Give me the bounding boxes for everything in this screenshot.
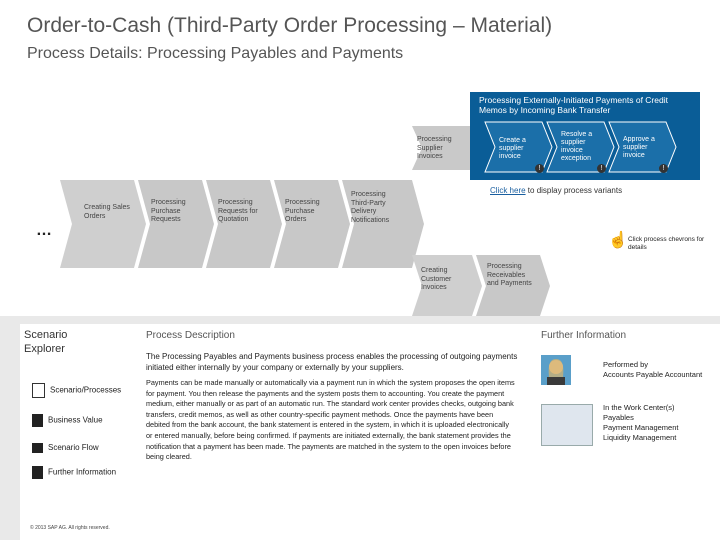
page-subtitle: Process Details: Processing Payables and… [27, 45, 404, 62]
work-center-item: Liquidity Management [603, 433, 677, 442]
variant-step-label[interactable]: Approve a supplier invoice [623, 136, 655, 159]
step-label-purchase-orders[interactable]: Processing Purchase Orders [285, 199, 320, 223]
sidebar-item-label: Scenario/Processes [50, 385, 122, 395]
step-label-receivables[interactable]: Processing Receivables and Payments [487, 263, 532, 287]
page-title: Order-to-Cash (Third-Party Order Process… [27, 14, 553, 37]
step-label-supplier-invoices[interactable]: Processing Supplier Invoices [417, 136, 452, 160]
avatar [541, 355, 571, 385]
process-description-panel [140, 324, 535, 540]
process-description-title: Process Description [146, 330, 235, 341]
link-rest-text: to display process variants [525, 186, 623, 195]
info-icon [32, 466, 43, 479]
sidebar-item-label: Scenario Flow [48, 443, 99, 453]
exclamation-icon: ! [597, 164, 606, 173]
chevron-rfq [206, 180, 282, 268]
work-center-label: In the Work Center(s) [603, 403, 675, 412]
sidebar-item-scenario-flow[interactable]: Scenario Flow [32, 443, 99, 453]
further-information-title: Further Information [541, 330, 627, 341]
work-centers: In the Work Center(s) Payables Payment M… [603, 403, 713, 443]
work-center-item: Payment Management [603, 423, 679, 432]
performed-by-role: Accounts Payable Accountant [603, 370, 703, 379]
step-label-sales-orders[interactable]: Creating Sales Orders [84, 204, 130, 220]
scenario-explorer-sidebar [20, 324, 140, 540]
chevron-purchase-orders [274, 180, 350, 268]
work-center-thumbnail [541, 404, 593, 446]
sidebar-item-scenario-processes[interactable]: Scenario/Processes [32, 383, 121, 398]
click-hint-text: Click process chevrons for details [628, 236, 705, 251]
sidebar-item-label: Further Information [48, 467, 117, 477]
close-icon[interactable]: X [689, 90, 698, 104]
chevron-customer-invoices [412, 255, 482, 316]
step-label-customer-invoices[interactable]: Creating Customer Invoices [421, 267, 452, 291]
sidebar-item-further-information[interactable]: Further Information [32, 466, 116, 479]
pointer-hand-icon: ☝ [608, 232, 628, 249]
sidebar-item-business-value[interactable]: Business Value [32, 414, 103, 427]
calculator-icon [32, 414, 43, 427]
performed-by: Performed by Accounts Payable Accountant [603, 360, 713, 380]
monitor-icon [32, 443, 43, 453]
chevron-receivables [476, 255, 550, 316]
chevron-purchase-requests [138, 180, 214, 268]
description-body: Payments can be made manually or automat… [146, 378, 515, 462]
process-flow-diagram [60, 92, 700, 316]
sidebar-item-label: Business Value [48, 415, 103, 425]
process-variants-link[interactable]: Click here to display process variants [490, 186, 622, 195]
step-label-purchase-requests[interactable]: Processing Purchase Requests [151, 199, 186, 223]
document-icon [32, 383, 45, 398]
chevron-supplier-invoices [412, 126, 470, 170]
variant-flow-title: Processing Externally-Initiated Payments… [479, 95, 668, 115]
click-here-link[interactable]: Click here [490, 186, 526, 195]
chevron-sales-orders [60, 180, 146, 268]
exclamation-icon: ! [659, 164, 668, 173]
scenario-explorer-title: Scenario Explorer [24, 329, 68, 355]
exclamation-icon: ! [535, 164, 544, 173]
step-label-delivery-notifications[interactable]: Processing Third-Party Delivery Notifica… [351, 191, 390, 224]
work-center-item: Payables [603, 413, 634, 422]
more-steps-ellipsis: … [36, 222, 53, 239]
description-intro: The Processing Payables and Payments bus… [146, 352, 518, 372]
variant-step-label[interactable]: Resolve a supplier invoice exception [561, 131, 593, 162]
chevron-delivery-notifications [342, 180, 424, 268]
performed-by-label: Performed by [603, 360, 649, 369]
copyright: © 2013 SAP AG. All rights reserved. [30, 525, 110, 531]
variant-step-label[interactable]: Create a supplier invoice [499, 137, 526, 160]
step-label-rfq[interactable]: Processing Requests for Quotation [218, 199, 258, 223]
